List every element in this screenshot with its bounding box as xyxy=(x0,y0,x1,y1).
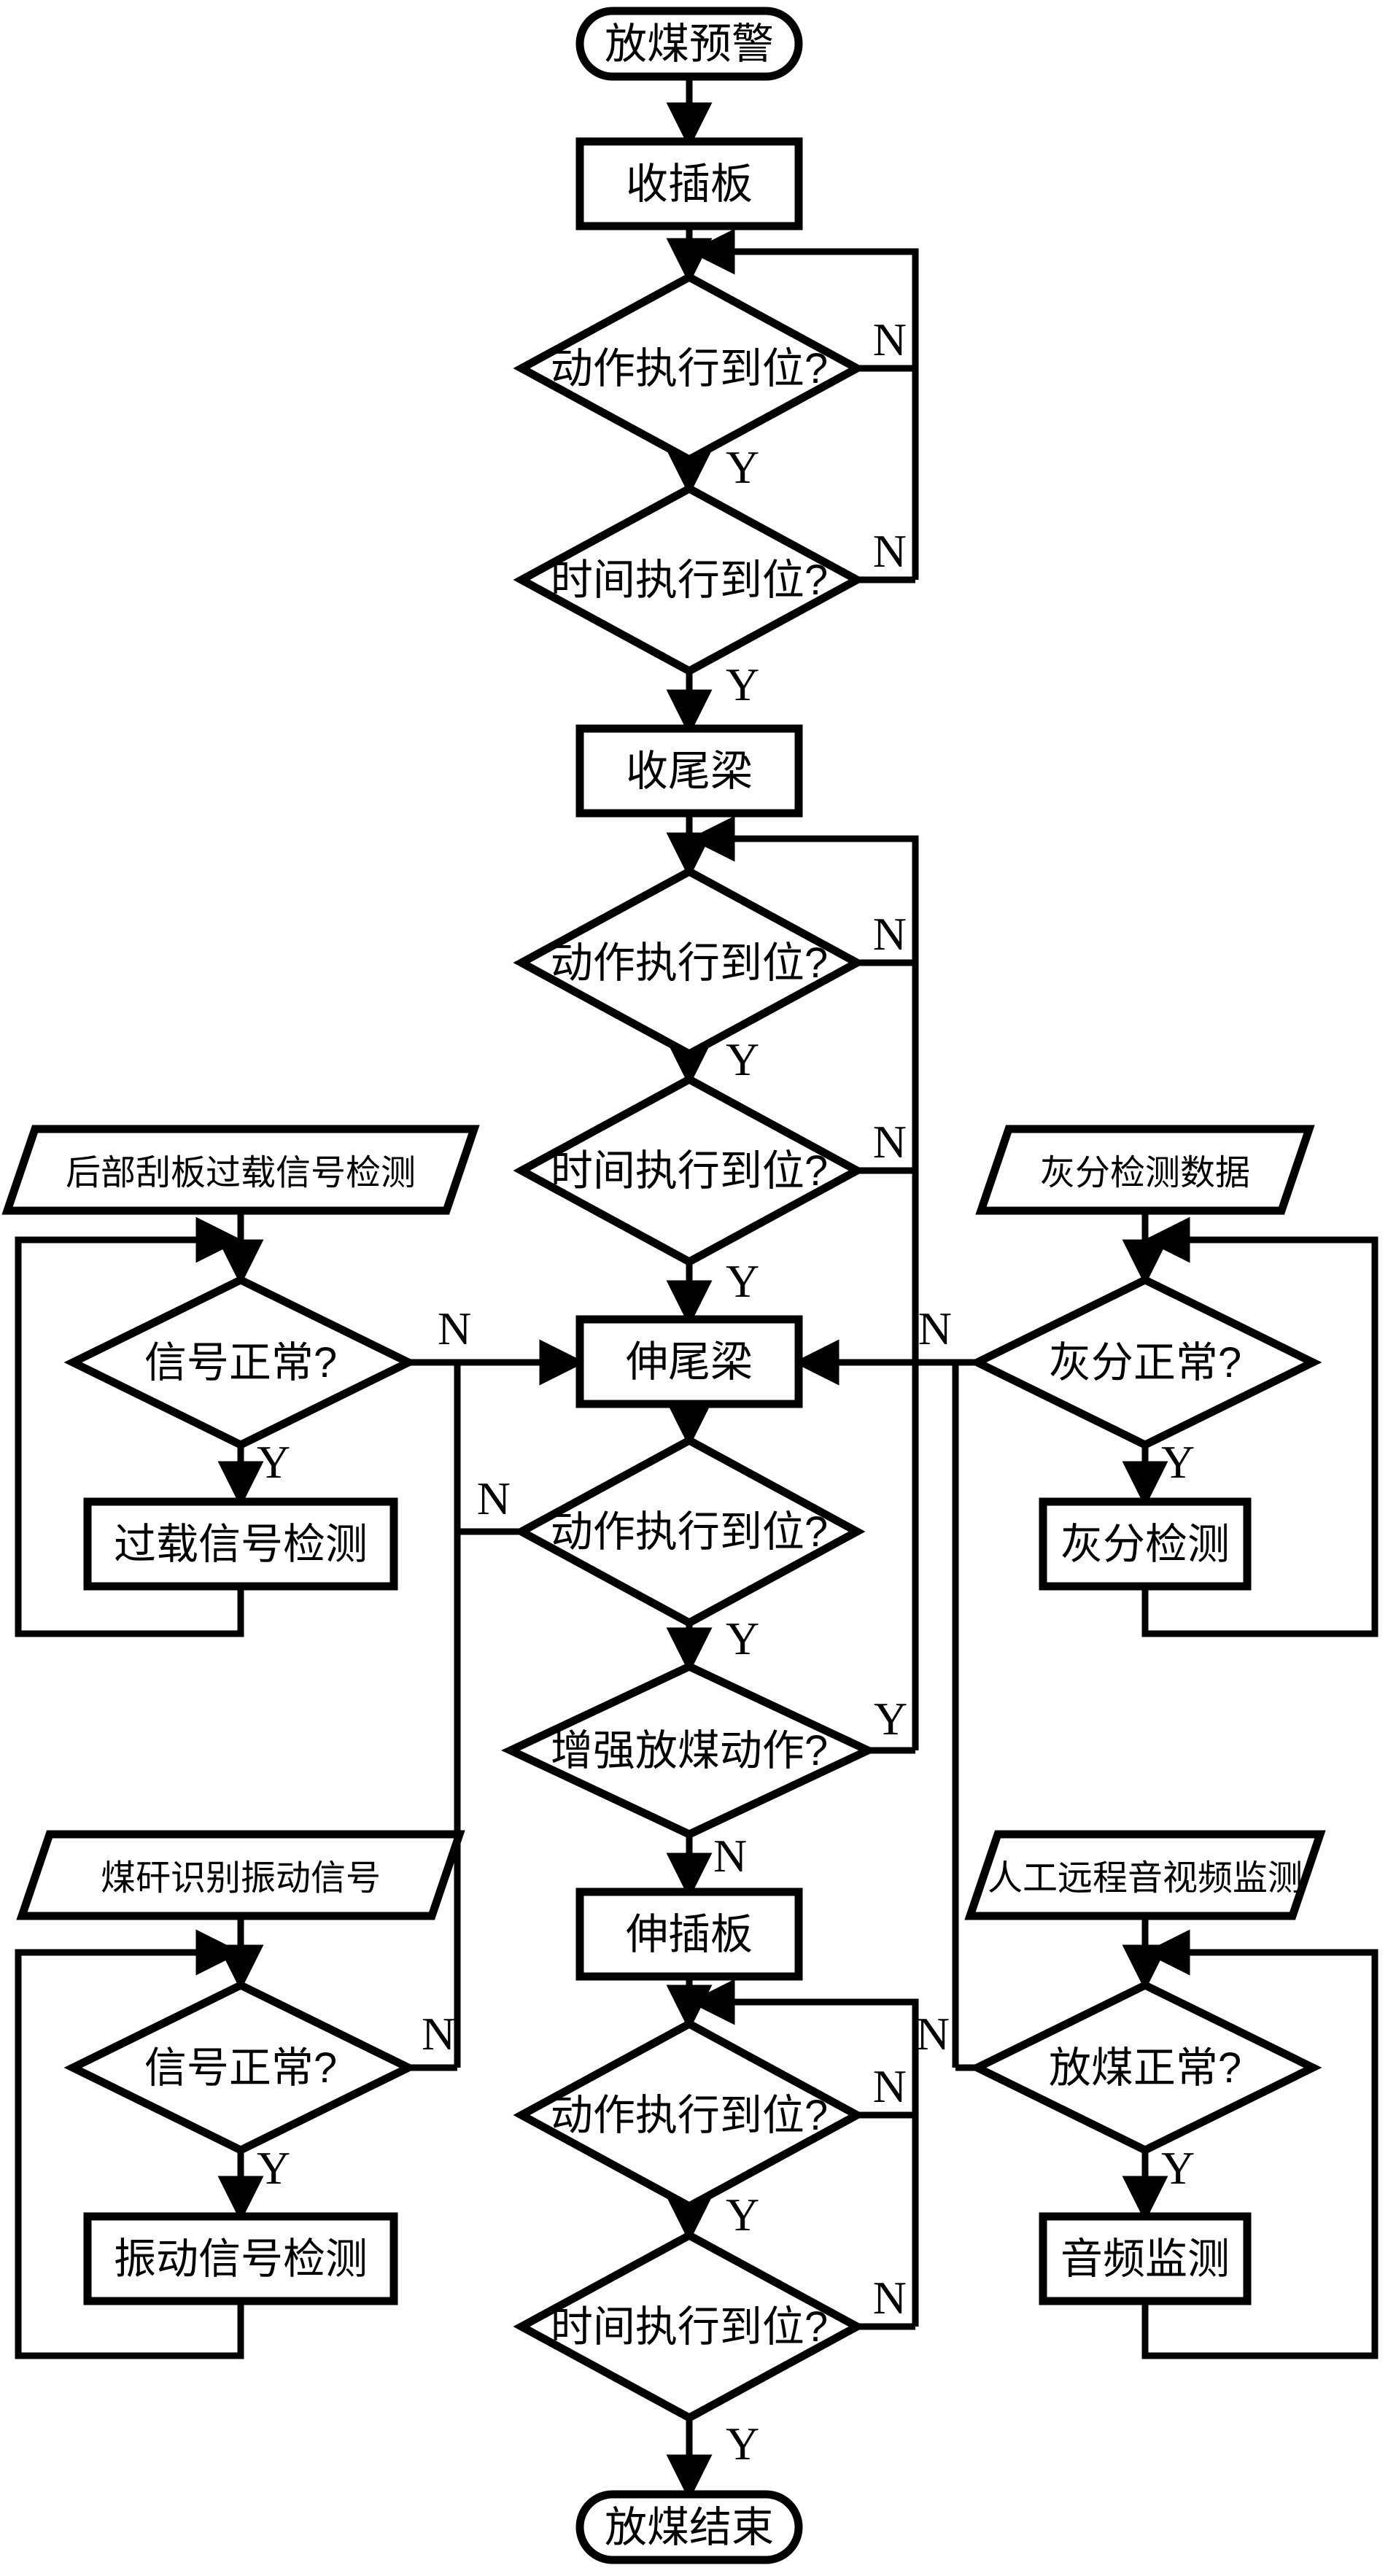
no-label-time1-no-stub: N xyxy=(873,525,907,577)
no-label-enhance-to-extend-plate: N xyxy=(713,1830,747,1882)
yes-label-caving-yes-to-audio-check: Y xyxy=(1161,2142,1195,2194)
node-time-check-1 xyxy=(513,484,866,676)
node-time-check-3 xyxy=(513,2230,866,2423)
node-action-check-1-label: 动作执行到位? xyxy=(551,345,828,392)
node-overload-input xyxy=(1,1125,480,1215)
node-retract-beam xyxy=(575,724,803,818)
edge-loop-2 xyxy=(689,815,919,1750)
edge-vibration-loop xyxy=(15,1929,244,2359)
no-label-caving-no-stub: N xyxy=(916,2008,950,2060)
node-retract-plate xyxy=(575,137,803,230)
node-start-label: 放煤预警 xyxy=(605,20,774,68)
node-av-input xyxy=(964,1830,1326,1920)
node-ash-input xyxy=(975,1125,1315,1215)
node-extend-plate-label: 伸插板 xyxy=(626,1911,753,1958)
node-action-check-3 xyxy=(513,1435,866,1628)
node-caving-normal-label: 放煤正常? xyxy=(1049,2044,1241,2092)
yes-label-action2-to-time2: Y xyxy=(726,1033,759,1085)
node-ash-normal-label: 灰分正常? xyxy=(1049,1339,1241,1386)
no-label-action1-no-stub: N xyxy=(873,314,907,365)
node-action-check-4 xyxy=(513,2019,866,2211)
node-action-check-2 xyxy=(513,866,866,1059)
yes-label-action3-to-enhance: Y xyxy=(726,1613,759,1664)
node-ash-normal xyxy=(968,1275,1322,1450)
node-enhance-check-label: 增强放煤动作? xyxy=(551,1727,828,1774)
yes-label-signal2-yes-to-vibration-check: Y xyxy=(257,2142,290,2194)
node-time-check-2 xyxy=(513,1074,866,1267)
no-label-action4-no-stub: N xyxy=(873,2060,907,2112)
node-signal-check-2-label: 信号正常? xyxy=(144,2044,337,2092)
edge-loop-1 xyxy=(689,228,919,580)
no-label-ash-no-to-extend-beam: N xyxy=(918,1303,952,1354)
yes-label-action1-to-time1: Y xyxy=(726,441,759,493)
node-audio-check xyxy=(1039,2212,1252,2305)
node-overload-input-label: 后部刮板过载信号检测 xyxy=(66,1154,416,1192)
edge-ash-loop xyxy=(1141,1217,1378,1637)
node-action-check-2-label: 动作执行到位? xyxy=(551,939,828,987)
node-retract-beam-label: 收尾梁 xyxy=(626,748,753,795)
no-label-action2-no-stub: N xyxy=(873,908,907,960)
node-ash-check-label: 灰分检测 xyxy=(1060,1521,1230,1568)
node-av-input-label: 人工远程音视频监测 xyxy=(988,1859,1303,1898)
node-vibration-check xyxy=(83,2212,398,2305)
node-time-check-3-label: 时间执行到位? xyxy=(551,2303,828,2351)
node-signal-check-2 xyxy=(63,1980,418,2155)
node-vibration-input xyxy=(16,1830,465,1920)
yes-label-time2-to-extend-beam: Y xyxy=(726,1255,759,1307)
node-extend-plate xyxy=(575,1888,803,1981)
yes-label-signal1-yes-to-overload-check: Y xyxy=(257,1436,290,1488)
node-vibration-input-label: 煤矸识别振动信号 xyxy=(101,1859,381,1898)
yes-label-time1-to-retract-beam: Y xyxy=(726,659,759,710)
yes-label-ash-yes-to-ash-check: Y xyxy=(1161,1436,1195,1488)
yes-label-enhance-yes-stub: Y xyxy=(874,1693,907,1745)
node-caving-normal xyxy=(968,1980,1322,2155)
node-signal-check-1 xyxy=(63,1275,418,1450)
no-label-action3-no-stub: N xyxy=(477,1473,511,1524)
node-extend-beam-label: 伸尾梁 xyxy=(626,1338,753,1386)
node-vibration-check-label: 振动信号检测 xyxy=(114,2235,368,2283)
node-extend-beam xyxy=(575,1315,803,1408)
node-action-check-3-label: 动作执行到位? xyxy=(551,1508,828,1556)
node-action-check-1 xyxy=(513,272,866,465)
no-label-signal1-no-to-extend-beam: N xyxy=(438,1303,471,1354)
no-label-signal2-no-stub: N xyxy=(422,2008,455,2060)
no-label-time3-no-stub: N xyxy=(873,2272,907,2324)
node-enhance-check xyxy=(501,1661,877,1839)
node-overload-check xyxy=(83,1497,398,1591)
no-label-time2-no-stub: N xyxy=(873,1116,907,1168)
node-retract-plate-label: 收插板 xyxy=(626,160,753,208)
yes-label-time3-to-end: Y xyxy=(726,2418,759,2470)
yes-label-action4-to-time3: Y xyxy=(726,2189,759,2241)
node-overload-check-label: 过载信号检测 xyxy=(114,1521,368,1568)
edge-overload-loop xyxy=(15,1217,244,1637)
node-time-check-1-label: 时间执行到位? xyxy=(551,556,828,604)
node-audio-check-label: 音频监测 xyxy=(1060,2235,1230,2283)
node-end xyxy=(575,2490,803,2564)
node-start xyxy=(575,7,803,81)
node-signal-check-1-label: 信号正常? xyxy=(144,1339,337,1386)
node-action-check-4-label: 动作执行到位? xyxy=(551,2092,828,2139)
edge-audio-loop xyxy=(1141,1929,1378,2359)
node-time-check-2-label: 时间执行到位? xyxy=(551,1147,828,1195)
node-end-label: 放煤结束 xyxy=(605,2504,774,2551)
edge-loop-3 xyxy=(689,1979,919,2327)
node-ash-input-label: 灰分检测数据 xyxy=(1040,1154,1250,1192)
node-ash-check xyxy=(1039,1497,1252,1591)
